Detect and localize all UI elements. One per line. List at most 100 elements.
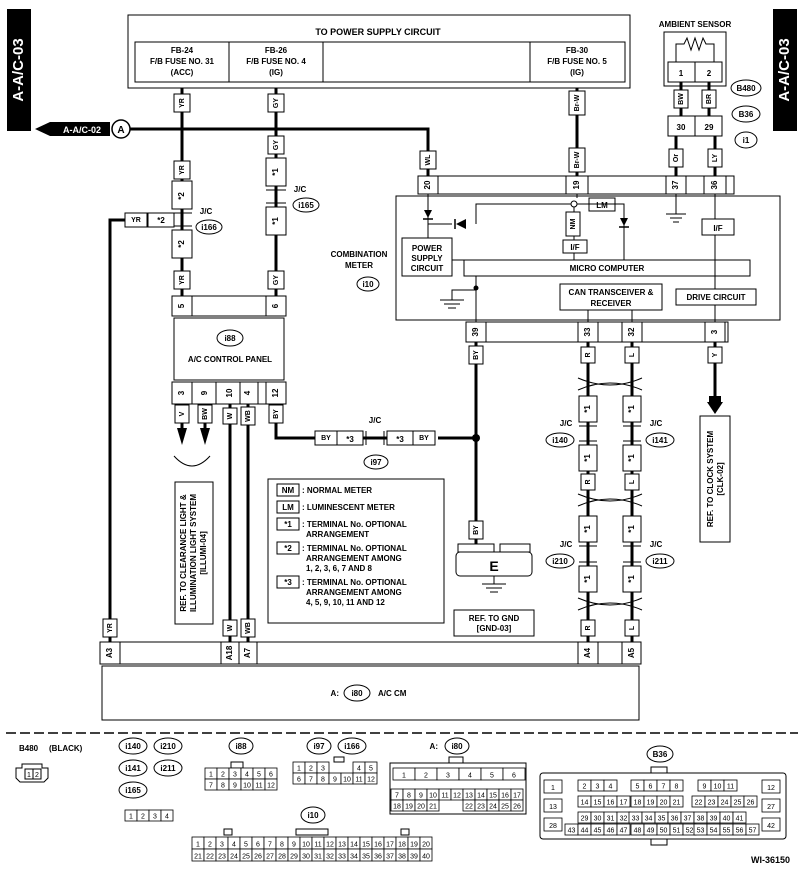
legend-text-4-3: 1, 2, 3, 6, 7 AND 8: [306, 564, 373, 573]
i97-conn-pin: 12: [367, 777, 375, 784]
legend-tag-1: NM: [282, 486, 295, 495]
tag-i141: i141: [125, 764, 141, 773]
i80-conn-pin: 26: [513, 804, 521, 811]
panel-pin-4: 4: [243, 390, 252, 395]
wire-by-panel-text: BY: [273, 409, 280, 419]
b36-conn-pin: 32: [620, 816, 628, 823]
b36-conn-cell: [723, 779, 738, 792]
meter-title-2: METER: [345, 261, 373, 270]
wire-gy-3-text: GY: [273, 275, 280, 285]
jc-blocks-right: [578, 395, 642, 593]
i80-conn-pin: 8: [407, 793, 411, 800]
jc-i166-mark-bottom: *2: [177, 240, 186, 248]
i80-conn-pin: 11: [441, 793, 448, 800]
i10-conn-pin: 16: [374, 842, 382, 849]
tag-i210: i210: [160, 742, 176, 751]
b36-conn-pin: 23: [708, 800, 716, 807]
i10-conn-pin: 14: [350, 842, 358, 849]
panel-pin-12: 12: [271, 388, 280, 397]
wire-yr-acm-text: YR: [107, 623, 114, 633]
fuse-2-line2: F/B FUSE NO. 4: [246, 57, 306, 66]
b36-conn-pin: 39: [710, 816, 718, 823]
i10-conn-pin: 21: [194, 854, 202, 861]
wire-l-1-text: L: [629, 352, 636, 357]
b36-side-pin: 42: [767, 823, 775, 830]
b36-side-cell: [761, 798, 781, 813]
i88-conn-pin: 6: [269, 772, 273, 779]
wire-y: Y: [707, 346, 723, 364]
ac-control-panel: [171, 295, 287, 405]
i88-conn-pin: 1: [209, 772, 213, 779]
wire-brw-2-text: Br-W: [574, 151, 581, 168]
i10-conn-pin: 11: [314, 842, 321, 849]
b36-conn-pin: 30: [594, 816, 602, 823]
fuse-1-line1: FB-24: [171, 46, 194, 55]
i80-conn-pin: 24: [489, 804, 497, 811]
legend-tag-3: *1: [284, 520, 292, 529]
jc-i140-label: J/C: [560, 419, 573, 428]
i165-conn-cell: [160, 809, 174, 822]
panel-pin-10: 10: [225, 388, 234, 397]
i10-conn-pin: 8: [280, 842, 284, 849]
wire-bw: BW: [197, 404, 213, 424]
tag-b36: B36: [653, 750, 668, 759]
b36-side-cell: [761, 779, 781, 794]
panel-conn: i88: [224, 334, 236, 343]
legend-text-3-2: ARRANGEMENT: [306, 530, 369, 539]
b36-conn-pin: 34: [645, 816, 653, 823]
wire-wl-text: WL: [425, 154, 432, 166]
ambient-pin-2: 2: [707, 69, 712, 78]
i10-conn-pin: 15: [362, 842, 370, 849]
power-supply-circuit-1: POWER: [412, 244, 442, 253]
b36-conn-pin: 38: [697, 816, 705, 823]
wire-by-panel: BY: [268, 404, 284, 424]
meter-pin-36: 36: [710, 180, 719, 189]
wire-yr-1: YR: [173, 93, 191, 113]
meter-pin-19: 19: [572, 180, 581, 189]
legend-row-1: NM: NORMAL METER: [276, 483, 372, 497]
b36-conn-pin: 22: [695, 800, 703, 807]
tag-i88: i88: [235, 742, 247, 751]
b36-side-cell: [543, 817, 563, 832]
power-supply-circuit-3: CIRCUIT: [411, 264, 444, 273]
jc-i97-conn: i97: [370, 458, 382, 467]
panel-pin-5: 5: [177, 303, 186, 308]
wire-by-gnd: BY: [468, 520, 484, 540]
b36-conn-pin: 36: [671, 816, 679, 823]
i10-conn-pin: 24: [230, 854, 238, 861]
i10-conn-pin: 20: [422, 842, 430, 849]
meter-bpin-33: 33: [583, 327, 592, 336]
off-page-connector: [35, 119, 131, 139]
jc-i210-mark-bottom: *1: [583, 575, 592, 583]
ambient-pin-29: 29: [705, 123, 714, 132]
panel-pin-6: 6: [271, 303, 280, 308]
i88-conn-pin: 4: [245, 772, 249, 779]
panel-title: A/C CONTROL PANEL: [188, 355, 272, 364]
wire-or-amb-text: Or: [673, 154, 680, 162]
i80-conn-pin: 21: [429, 804, 437, 811]
ambient-sensor-title: AMBIENT SENSOR: [659, 20, 732, 29]
b36-conn-pin: 7: [662, 784, 666, 791]
i80-conn-pin: 4: [468, 773, 472, 780]
jc-i165-mark-bottom: *1: [271, 217, 280, 225]
fuse-1-line2: F/B FUSE NO. 31: [150, 57, 215, 66]
i80-conn-pin: 14: [477, 793, 485, 800]
b36-conn-pin: 49: [647, 828, 655, 835]
wire-by-left: BY: [314, 430, 338, 446]
jc-i165-label: J/C: [294, 185, 307, 194]
wire-l-2: L: [624, 473, 640, 491]
wire-by-right-text: BY: [419, 435, 429, 442]
b36-conn-pin: 50: [660, 828, 668, 835]
i10-conn-pin: 34: [350, 854, 358, 861]
i80-conn-pin: 17: [513, 793, 521, 800]
wire-gy-1: GY: [267, 93, 285, 113]
b36-conn-cell: [732, 811, 747, 824]
ref-illumination-2: ILLUMINATION LIGHT SYSTEM: [189, 494, 198, 612]
wire-by-gnd-text: BY: [473, 525, 480, 535]
b36-conn-pin: 48: [634, 828, 642, 835]
wire-gy-2: GY: [267, 135, 285, 155]
